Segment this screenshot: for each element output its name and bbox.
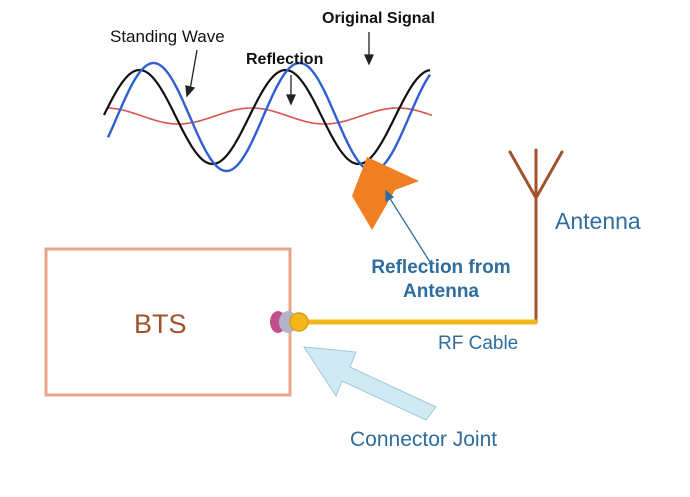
connector-joint-arrow [303, 346, 437, 421]
reflection-label: Reflection [246, 51, 324, 68]
rf-cable-label: RF Cable [438, 333, 519, 354]
standing-wave-pointer [185, 49, 198, 98]
standing-wave-label: Standing Wave [110, 27, 225, 46]
connector-joint-label: Connector Joint [350, 428, 498, 451]
bts-box [44, 247, 292, 397]
original-signal-pointer [363, 32, 375, 66]
reflection-pointer [285, 75, 297, 106]
original-signal-wave [106, 61, 431, 173]
reflection-from-antenna-pointer [385, 189, 431, 263]
bts-label: BTS [134, 309, 187, 339]
reflection-from-antenna-label: Reflection from Antenna [371, 257, 511, 302]
antenna-label: Antenna [555, 208, 641, 234]
original-signal-label: Original Signal [322, 10, 435, 27]
connector-joint-icon [270, 311, 309, 333]
reflection-wave [107, 107, 433, 125]
antenna-icon [508, 148, 564, 324]
standing-wave-curve [103, 68, 431, 166]
